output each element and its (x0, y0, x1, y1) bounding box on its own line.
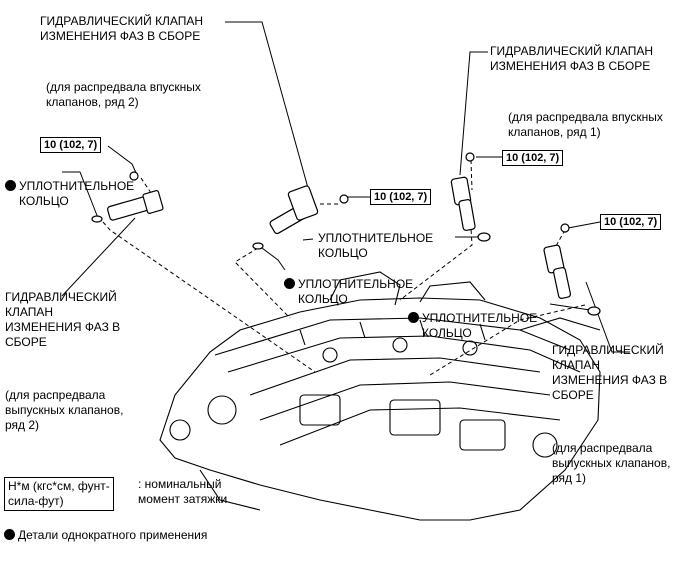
note-ocv-intake-b1: (для распредвала впускных клапанов, ряд … (508, 110, 663, 139)
dash-left-valve (102, 221, 316, 373)
oring-text-center-lower: УПЛОТНИТЕЛЬНОЕ КОЛЬЦО (298, 277, 414, 306)
torque-spec-right-upper: 10 (102, 7) (502, 150, 564, 166)
torque-spec-right-lower: 10 (102, 7) (600, 214, 662, 230)
torque-spec-left: 10 (102, 7) (40, 137, 102, 153)
dash-right-b2 (429, 304, 586, 376)
leader-torque-right-lower (567, 221, 601, 229)
oring-label-center-lower: УПЛОТНИТЕЛЬНОЕ КОЛЬЦО (284, 262, 413, 307)
dash-center-valve (234, 247, 291, 319)
valve-exhaust-b2 (91, 171, 164, 223)
label-ocv-exhaust-b1: ГИДРАВЛИЧЕСКИЙ КЛАПАН ИЗМЕНЕНИЯ ФАЗ В СБ… (552, 343, 668, 402)
note-ocv-exhaust-b1: (для распредвала выпускных клапанов, ряд… (552, 441, 671, 485)
legend-unit-box: Н*м (кгс*см, фунт- сила-фут) (4, 477, 114, 511)
oring-label-left: УПЛОТНИТЕЛЬНОЕ КОЛЬЦО (5, 164, 134, 209)
leader-oring-center-upper (302, 238, 314, 241)
dash-left-bolt (140, 177, 154, 197)
oring-text-left: УПЛОТНИТЕЛЬНОЕ КОЛЬЦО (19, 179, 135, 208)
valve-intake-b2 (252, 185, 349, 250)
note-ocv-intake-b2: (для распредвала впускных клапанов, ряд … (46, 80, 201, 109)
label-ocv-intake-b1: ГИДРАВЛИЧЕСКИЙ КЛАПАН ИЗМЕНЕНИЯ ФАЗ В СБ… (490, 44, 654, 73)
single-use-dot-icon (284, 278, 295, 289)
dash-right-b1-bolt (470, 159, 473, 191)
single-use-dot-icon (408, 312, 419, 323)
single-use-dot-icon (5, 180, 16, 191)
leader-intake-b1 (459, 51, 488, 176)
legend-single-use: Детали однократного применения (4, 513, 207, 543)
single-use-dot-icon (4, 529, 15, 540)
label-ocv-intake-b2: ГИДРАВЛИЧЕСКИЙ КЛАПАН ИЗМЕНЕНИЯ ФАЗ В СБ… (40, 14, 204, 43)
oring-text-right: УПЛОТНИТЕЛЬНОЕ КОЛЬЦО (422, 311, 538, 340)
oring-label-right: УПЛОТНИТЕЛЬНОЕ КОЛЬЦО (408, 296, 537, 341)
leader-exhaust-b1 (585, 281, 630, 353)
leader-oring-left (62, 171, 99, 219)
note-ocv-exhaust-b2: (для распредвала выпускных клапанов, ряд… (5, 388, 124, 432)
leader-exhaust-b2 (61, 217, 136, 297)
leader-intake-b2 (225, 21, 309, 189)
valve-exhaust-b1 (543, 223, 601, 316)
oring-label-center-upper: УПЛОТНИТЕЛЬНОЕ КОЛЬЦО (318, 231, 434, 260)
leader-torque-left (107, 145, 138, 176)
engine-outline (159, 271, 601, 521)
torque-spec-center: 10 (102, 7) (370, 189, 432, 205)
valve-intake-b1 (450, 152, 491, 242)
leader-oring-center-lower (261, 247, 286, 271)
label-ocv-exhaust-b2: ГИДРАВЛИЧЕСКИЙ КЛАПАН ИЗМЕНЕНИЯ ФАЗ В СБ… (5, 290, 121, 349)
dash-right-b2-bolt (555, 229, 566, 247)
leader-oring-right (549, 303, 591, 311)
legend-single-use-text: Детали однократного применения (18, 528, 208, 542)
legend-unit-desc: : номинальный момент затяжки (138, 477, 228, 506)
